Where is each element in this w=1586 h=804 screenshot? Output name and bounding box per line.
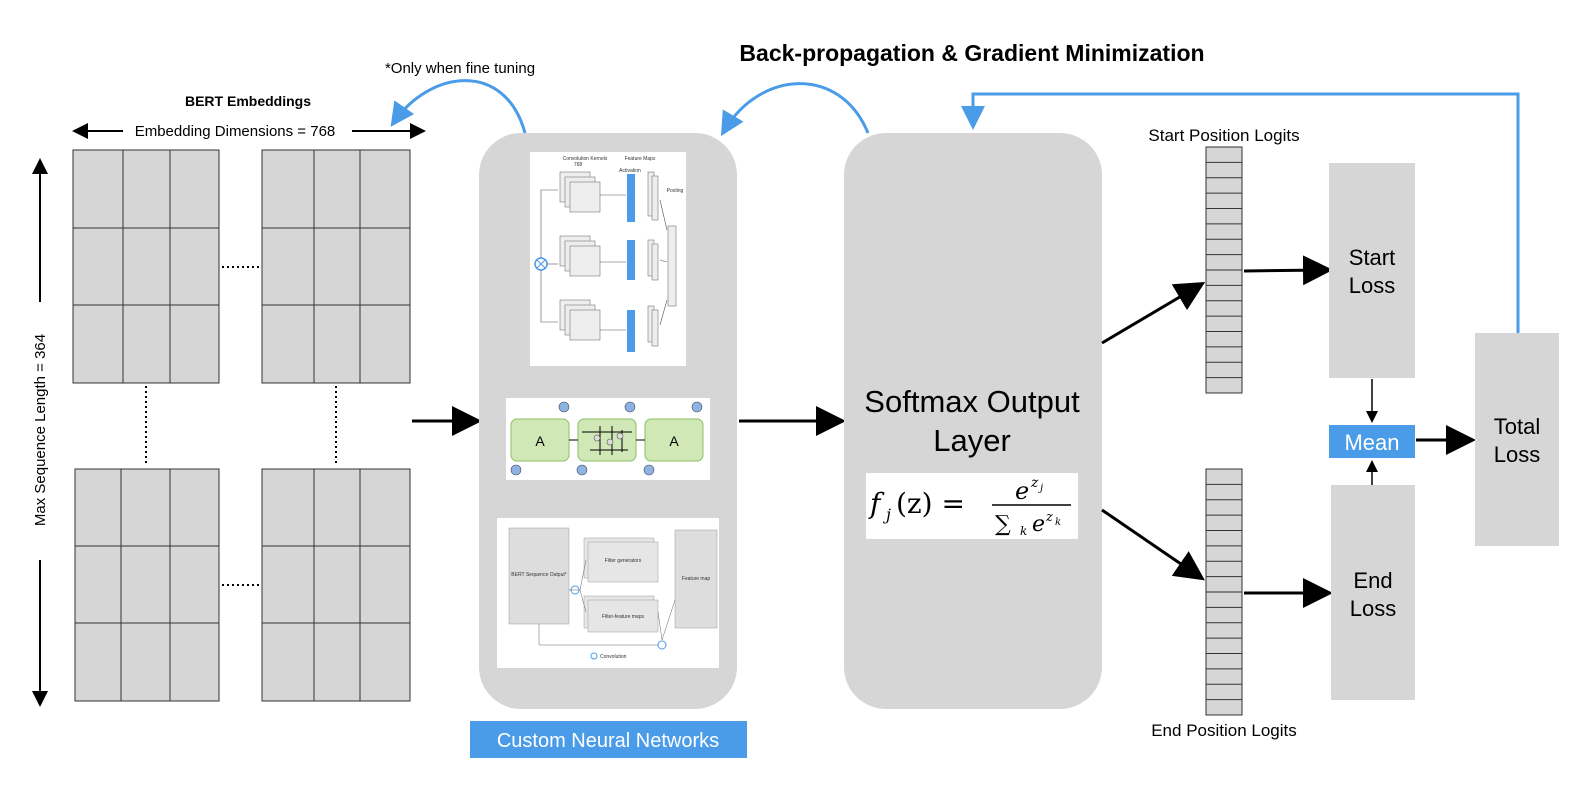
start-loss-line1: Start: [1349, 245, 1395, 270]
svg-text:e: e: [1015, 477, 1029, 505]
custom-nn-label-bg: [470, 721, 747, 758]
svg-text:∑: ∑: [995, 512, 1011, 537]
total-loss-line2: Loss: [1494, 442, 1540, 467]
start-loss-line2: Loss: [1349, 273, 1395, 298]
arrow-start-logits-to-loss: [1243, 255, 1333, 286]
arrow-softmax-to-start-logits: [1101, 281, 1206, 345]
start-loss-box: [1329, 163, 1415, 378]
svg-text:k: k: [1055, 517, 1061, 528]
end-loss-line2: Loss: [1350, 596, 1396, 621]
softmax-block: [844, 133, 1102, 709]
cnn-thumbnail: Convolution Kernels 768 Feature Maps Act…: [530, 152, 686, 366]
svg-text:A: A: [669, 433, 679, 449]
svg-text:Feature Maps: Feature Maps: [625, 156, 656, 162]
seq-length-label: Max Sequence Length = 364: [32, 334, 49, 526]
svg-text:Filter generators: Filter generators: [605, 558, 642, 564]
svg-text:z: z: [1030, 475, 1039, 491]
softmax-label-line1: Softmax Output: [864, 384, 1080, 419]
start-logits-vector: [1205, 146, 1243, 394]
end-loss-box: [1331, 485, 1415, 700]
softmax-formula: f j (z) = e z j ∑ k e z k: [866, 473, 1078, 539]
svg-text:j: j: [883, 505, 891, 524]
svg-text:Convolution: Convolution: [600, 654, 627, 660]
start-logits-label: Start Position Logits: [1148, 126, 1299, 145]
embedding-ellipsis-lines: [145, 266, 337, 586]
mean-box: [1329, 425, 1415, 458]
arrow-softmax-to-end-logits: [1101, 508, 1205, 581]
backprop-arrow-to-nn: [720, 82, 870, 137]
total-loss-line1: Total: [1494, 414, 1540, 439]
svg-text:Filter-feature maps: Filter-feature maps: [602, 614, 644, 620]
backprop-arrow-total-loss: [961, 92, 1520, 334]
svg-text:z: z: [1045, 510, 1053, 525]
embeddings-title: BERT Embeddings: [185, 93, 311, 109]
end-logits-label: End Position Logits: [1151, 721, 1297, 740]
svg-text:e: e: [1032, 512, 1045, 537]
end-logits-vector: [1205, 468, 1243, 716]
svg-text:Pooling: Pooling: [667, 188, 684, 194]
svg-text:768: 768: [574, 162, 583, 168]
fine-tune-arrow: [390, 79, 527, 134]
dcnn-thumbnail: BERT Sequence Output* Filter generators …: [497, 518, 719, 668]
svg-text:A: A: [535, 433, 545, 449]
fine-tune-note: *Only when fine tuning: [385, 60, 535, 77]
mean-label: Mean: [1344, 430, 1399, 455]
custom-nn-label: Custom Neural Networks: [497, 730, 719, 752]
svg-text:(z) =: (z) =: [896, 487, 965, 520]
embedding-grid-top-left: [72, 149, 220, 384]
svg-text:Activation: Activation: [619, 168, 641, 174]
embedding-grid-top-right: [261, 149, 411, 384]
svg-text:Convolution Kernels: Convolution Kernels: [563, 156, 608, 162]
softmax-label-line2: Layer: [933, 423, 1011, 458]
diagram-title: Back-propagation & Gradient Minimization: [739, 40, 1204, 66]
svg-text:j: j: [1038, 483, 1043, 494]
end-loss-line1: End: [1353, 568, 1392, 593]
svg-text:k: k: [1020, 524, 1027, 538]
embedding-dim-label: Embedding Dimensions = 768: [135, 123, 336, 140]
lstm-thumbnail: A A: [506, 398, 710, 480]
embedding-grid-bottom-left: [74, 468, 220, 702]
svg-text:BERT Sequence Output*: BERT Sequence Output*: [511, 572, 566, 578]
svg-text:Feature map: Feature map: [682, 576, 711, 582]
total-loss-box: [1475, 333, 1559, 546]
embedding-grid-bottom-right: [261, 468, 411, 702]
